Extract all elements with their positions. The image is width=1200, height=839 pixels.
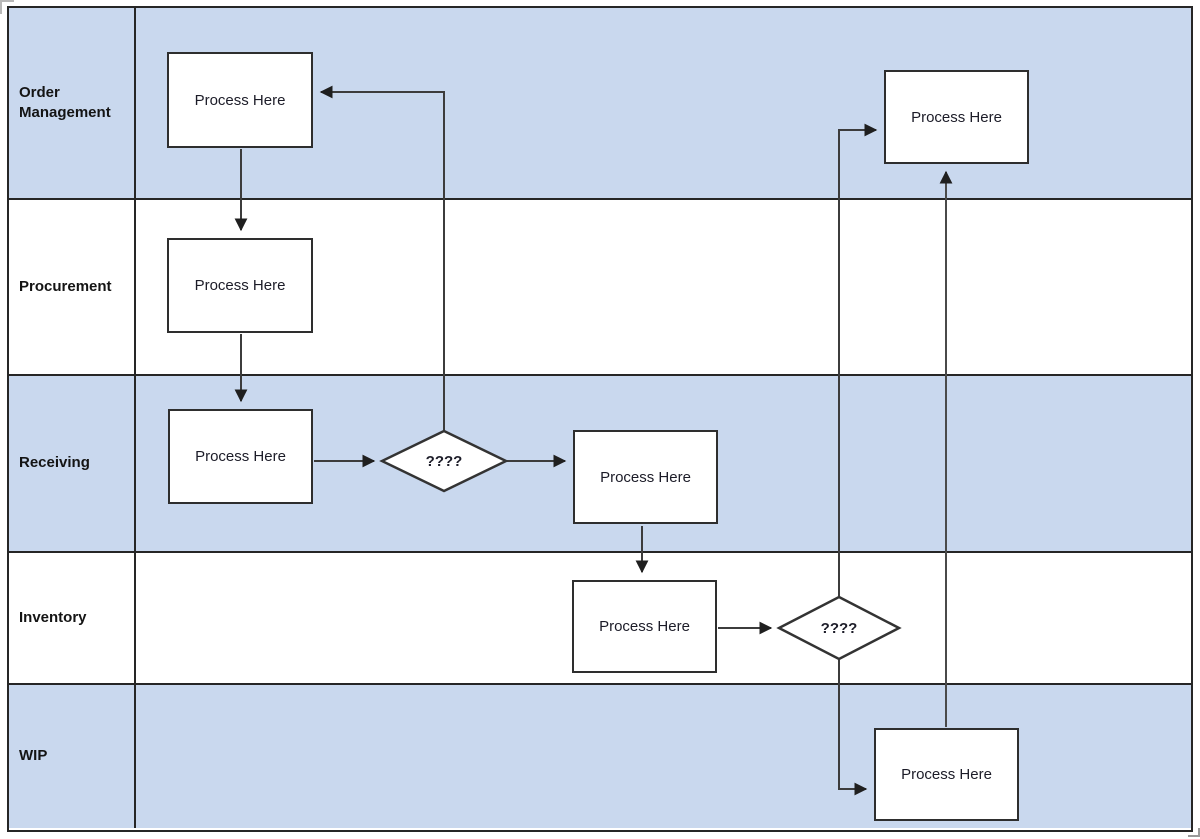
process-label: Process Here <box>195 448 286 465</box>
lane-header-order-management: Order Management <box>9 8 136 198</box>
decision-diamond-inventory <box>776 595 902 661</box>
lane-label: Receiving <box>19 454 90 472</box>
process-label: Process Here <box>911 108 1002 126</box>
lane-header-receiving: Receiving <box>9 376 136 551</box>
process-label: Process Here <box>600 468 691 486</box>
process-box-procurement: Process Here <box>167 238 313 333</box>
process-box-order-mgmt-2: Process Here <box>884 70 1029 164</box>
decision-label-receiving: ???? <box>382 431 506 491</box>
decision-label: ???? <box>820 619 858 637</box>
lane-header-inventory: Inventory <box>9 553 136 683</box>
edge-decision-loop-to-ordermgmt <box>319 85 445 430</box>
lane-label: Inventory <box>19 608 87 626</box>
process-box-order-mgmt: Process Here <box>167 52 313 148</box>
process-box-wip: Process Here <box>874 728 1019 821</box>
decision-label: ???? <box>425 452 463 470</box>
process-label: Process Here <box>901 766 992 783</box>
process-label: Process Here <box>599 618 690 635</box>
process-label: Process Here <box>194 91 286 109</box>
process-label: Process Here <box>194 277 286 294</box>
process-box-receiving: Process Here <box>168 409 313 504</box>
decision-diamond-receiving <box>379 429 509 493</box>
decision-label-inventory: ???? <box>779 597 899 659</box>
edge-decision2-to-wip <box>838 660 868 796</box>
swimlane-table: Order Management Procurement Receiving I… <box>7 6 1193 832</box>
lane-label: Procurement <box>19 277 112 295</box>
lane-header-wip: WIP <box>9 685 136 828</box>
process-box-receiving-2: Process Here <box>573 430 718 524</box>
lane-header-procurement: Procurement <box>9 200 136 374</box>
process-box-inventory: Process Here <box>572 580 717 673</box>
edge-decision2-to-ordermgmt2 <box>838 123 878 596</box>
lane-label: WIP <box>19 747 48 765</box>
lane-label: Order Management <box>19 83 111 121</box>
